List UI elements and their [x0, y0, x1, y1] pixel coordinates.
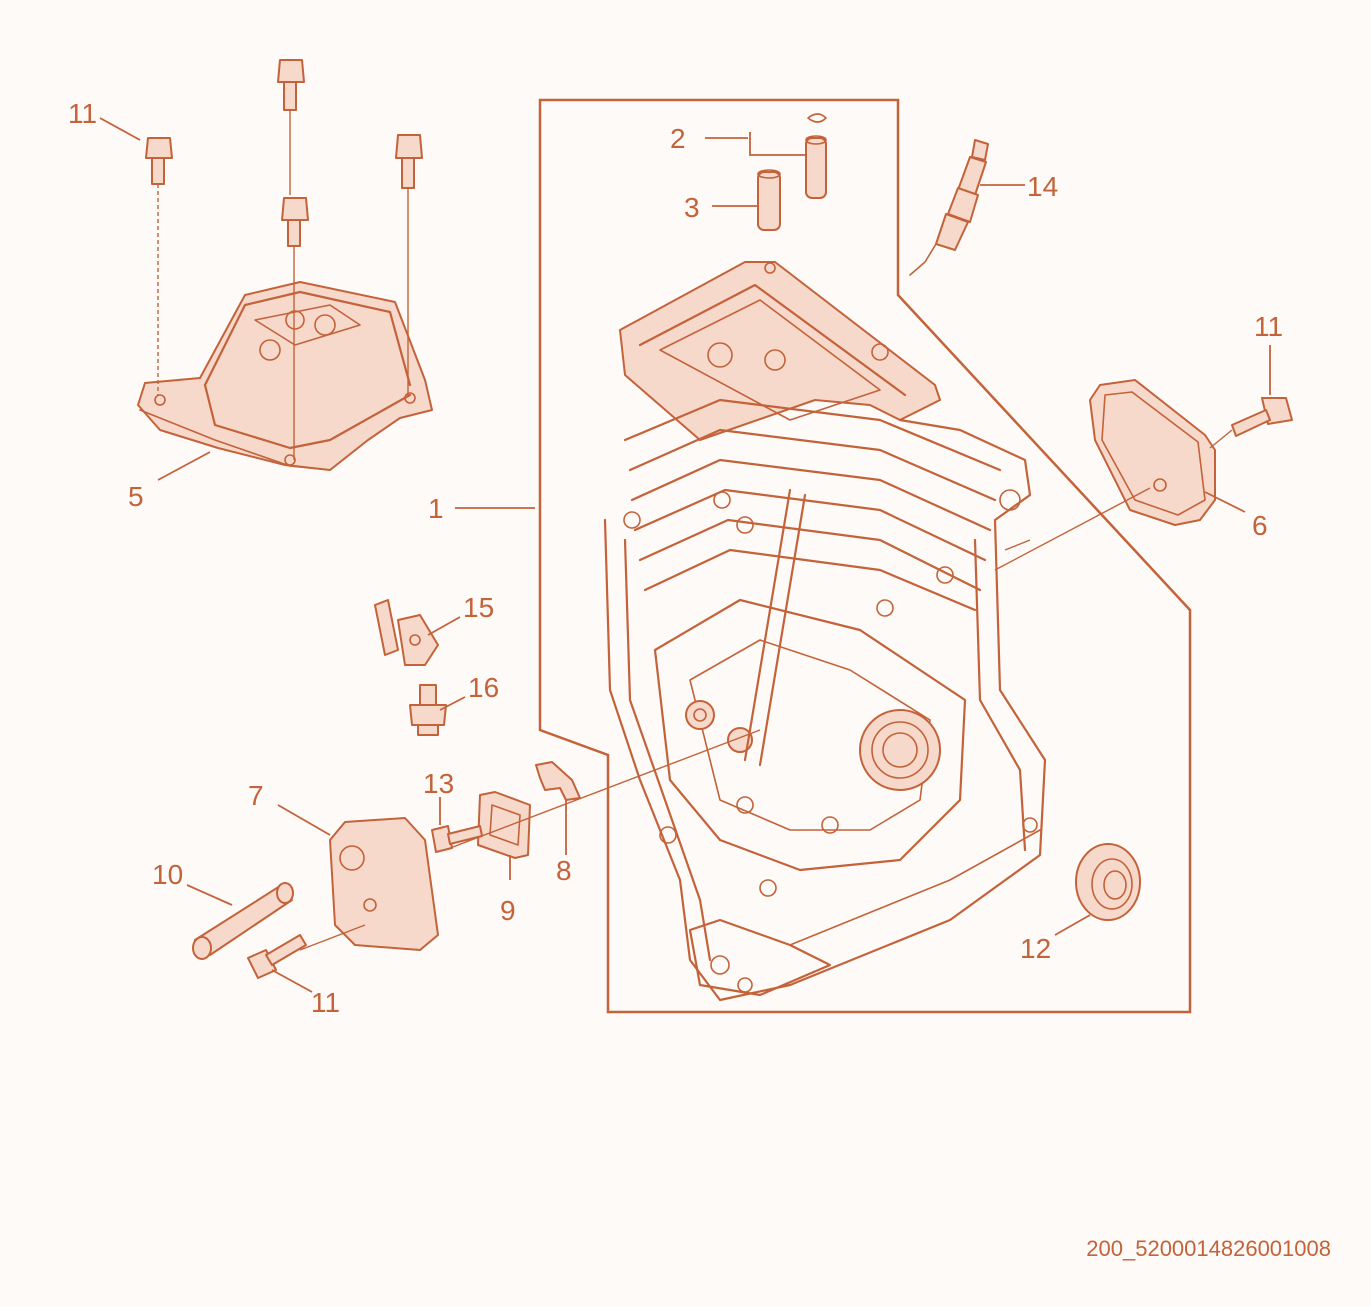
assembly-axis-lower	[299, 924, 366, 951]
callout-1: 1	[428, 493, 444, 524]
callout-10: 10	[152, 859, 183, 890]
cover-bolts	[145, 59, 423, 460]
assembly-axis	[444, 729, 761, 851]
callout-11-bottom: 11	[311, 987, 340, 1018]
callout-8: 8	[556, 855, 572, 886]
plate-bolt	[1209, 397, 1293, 449]
callout-15: 15	[463, 592, 494, 623]
callout-5: 5	[128, 481, 144, 512]
callout-2: 2	[670, 123, 686, 154]
alignment-line	[1004, 539, 1031, 551]
callout-14: 14	[1027, 171, 1058, 202]
callout-6: 6	[1252, 510, 1268, 541]
spark-plug	[909, 139, 989, 276]
callout-13: 13	[423, 768, 454, 799]
callout-labels: 11 2 3 14 11 5 1 6 15 16 7 13 8 10 9 12 …	[68, 98, 1283, 1018]
callout-9: 9	[500, 895, 516, 926]
governor-arm	[374, 599, 439, 666]
diagram-reference-id: 200_5200014826001008	[1086, 1236, 1331, 1261]
oil-seal	[1075, 843, 1141, 921]
callout-11-right: 11	[1254, 311, 1283, 342]
breather-plate	[994, 379, 1216, 571]
retaining-clip	[535, 761, 581, 801]
dowel-pins	[749, 113, 827, 231]
gasket-part	[477, 791, 531, 859]
governor-bolt	[409, 684, 447, 736]
crankcase-block	[603, 261, 1047, 1002]
callout-7: 7	[248, 780, 264, 811]
side-cover-plate	[329, 817, 439, 951]
assembly-frame	[538, 98, 1192, 1014]
breather-tube	[192, 882, 294, 960]
callout-16: 16	[468, 672, 499, 703]
callout-3: 3	[684, 192, 700, 223]
lower-bolt	[247, 934, 307, 979]
rocker-cover-part	[137, 281, 433, 471]
callout-12: 12	[1020, 933, 1051, 964]
callout-11-top-left: 11	[68, 98, 97, 129]
leader-lines	[99, 117, 1271, 993]
